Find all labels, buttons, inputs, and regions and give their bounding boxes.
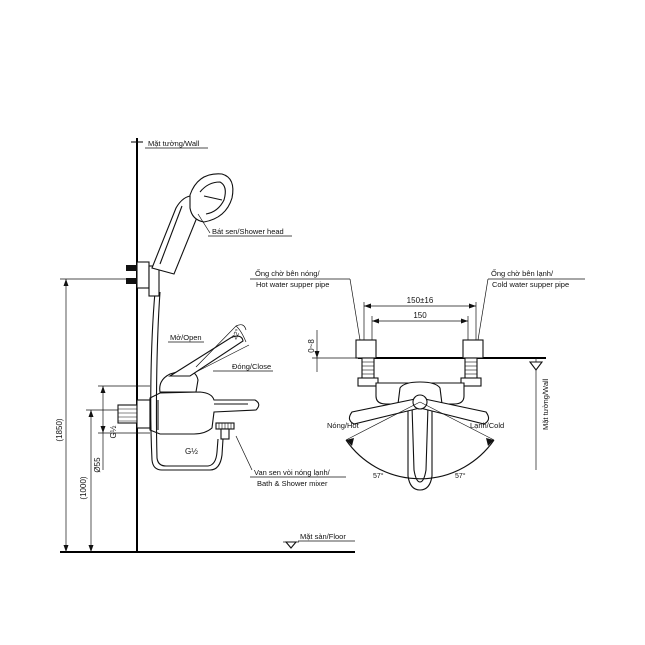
diameter-dimension [98, 385, 150, 470]
cold-label: Lạnh/Cold [470, 421, 504, 430]
mixer-label-line1: Van sen vòi nóng lạnh/ [254, 468, 331, 477]
thread-side-label: G½ [109, 425, 118, 438]
diameter-label: Ø55 [93, 457, 102, 473]
open-label: Mở/Open [170, 333, 202, 342]
pipe-span-dimension [363, 302, 477, 340]
angle-22-label: 22° [231, 328, 243, 341]
lever-open-position [195, 324, 250, 373]
mixer-body-side [149, 335, 260, 440]
angle-left-label: 57° [373, 472, 384, 480]
offset-dimension [312, 330, 360, 372]
pipe-center-label: 150 [413, 311, 427, 320]
plan-wall-line [358, 357, 546, 470]
mixer-label-line2: Bath & Shower mixer [257, 479, 328, 488]
slide-bar-bracket [126, 261, 160, 297]
mixer-body-plan [348, 381, 490, 491]
hot-supply-fitting [355, 339, 379, 387]
thread-bottom-label: G½ [185, 447, 198, 456]
shower-hose [150, 291, 224, 471]
height-mixer-label: (1000) [79, 476, 88, 499]
pipe-span-label: 150±16 [407, 296, 434, 305]
shower-head-label: Bát sen/Shower head [212, 227, 284, 236]
cold-supply-fitting [460, 339, 484, 387]
eccentric-connector [117, 399, 151, 429]
cold-pipe-label-line2: Cold water supper pipe [492, 280, 569, 289]
height-dimension-mixer [86, 409, 150, 552]
offset-label: 0~8 [307, 339, 316, 353]
rotation-arc [345, 401, 495, 480]
wall-label-right: Mặt tường/Wall [541, 378, 550, 430]
hand-shower [151, 173, 234, 275]
hot-label: Nóng/Hot [327, 421, 360, 430]
side-elevation: Mặt tường/Wall Mặt sàn/Floor (1850) (100… [55, 138, 355, 553]
floor-line [60, 541, 355, 553]
angle-right-label: 57° [455, 472, 466, 480]
hot-pipe-label-line2: Hot water supper pipe [256, 280, 329, 289]
plan-view: 150±16 150 0~8 Mặt tường/Wall [250, 268, 585, 491]
wall-line [131, 138, 143, 552]
wall-label-top: Mặt tường/Wall [148, 139, 200, 148]
cold-pipe-label-line1: Ống chờ bên lạnh/ [491, 268, 554, 278]
hot-pipe-label-line1: Ống chờ bên nóng/ [255, 268, 320, 278]
close-label: Đóng/Close [232, 362, 271, 371]
floor-label: Mặt sàn/Floor [300, 532, 346, 541]
height-total-label: (1850) [55, 418, 64, 441]
